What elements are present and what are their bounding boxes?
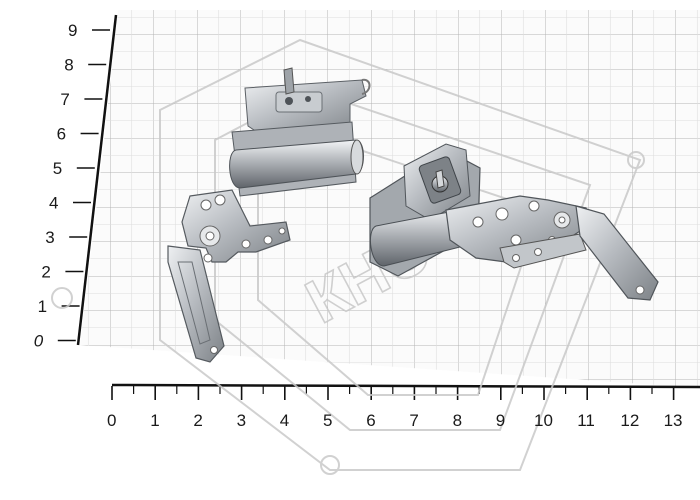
horizontal-tick-label: 8	[453, 411, 462, 430]
horizontal-tick-label: 6	[366, 411, 375, 430]
vertical-ruler-labels: 9 8 7 6 5 4 3 2 1 0	[34, 21, 78, 351]
vertical-ticks	[57, 29, 110, 342]
right-laptop-hinge	[369, 143, 659, 301]
horizontal-tick-label: 7	[409, 411, 418, 430]
vertical-tick-label: 6	[57, 125, 66, 144]
vertical-tick-label: 7	[60, 90, 69, 109]
horizontal-tick-label: 3	[237, 411, 246, 430]
ruler	[57, 14, 700, 400]
horizontal-tick-label: 2	[193, 411, 202, 430]
horizontal-tick-label: 1	[150, 411, 159, 430]
horizontal-tick-label: 11	[577, 411, 595, 430]
horizontal-tick-label: 9	[496, 411, 505, 430]
vertical-tick-label: 5	[53, 159, 62, 178]
vertical-tick-label: 2	[41, 263, 50, 282]
horizontal-ticks	[111, 386, 675, 400]
horizontal-tick-label: 13	[664, 411, 683, 430]
left-laptop-hinge	[167, 67, 371, 363]
vertical-tick-label: 8	[64, 56, 73, 75]
horizontal-ruler-line	[111, 383, 700, 389]
vertical-tick-label: 0	[34, 332, 44, 351]
horizontal-tick-label: 0	[107, 411, 116, 430]
vertical-tick-label: 4	[49, 194, 58, 213]
vertical-ruler-line	[76, 14, 118, 346]
vertical-tick-label: 1	[38, 297, 47, 316]
vertical-tick-label: 9	[68, 21, 77, 40]
horizontal-tick-label: 12	[620, 411, 639, 430]
horizontal-tick-label: 5	[323, 411, 332, 430]
vertical-tick-label: 3	[45, 228, 54, 247]
horizontal-tick-label: 4	[280, 411, 289, 430]
horizontal-tick-label: 10	[534, 411, 553, 430]
